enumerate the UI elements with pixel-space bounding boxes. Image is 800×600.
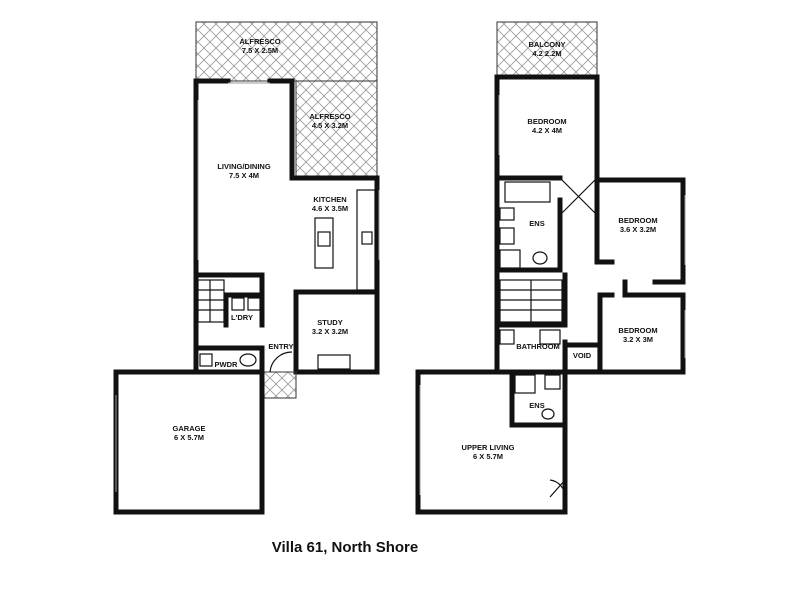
bedroom2-dims: 3.6 X 3.2M: [620, 225, 656, 234]
powder-name: PWDR: [215, 360, 238, 369]
kitchen-cooktop: [361, 231, 373, 245]
ensuite2-basin: [544, 374, 561, 390]
powder-basin: [199, 353, 213, 367]
entry-name: ENTRY: [268, 342, 293, 351]
bathroom-shower: [539, 329, 561, 345]
ensuite1-vanity: [499, 249, 521, 269]
bedroom3-dims: 3.2 X 3M: [623, 335, 653, 344]
alfresco-top-dims: 7.5 X 2.5M: [242, 46, 278, 55]
ensuite2-name: ENS: [529, 401, 544, 410]
bedroom3-name: BEDROOM: [618, 326, 657, 335]
alfresco-top-area: [195, 21, 378, 82]
ensuite2-wall: [509, 369, 568, 428]
ground-stair: [197, 279, 225, 323]
ground-outer-wall: [193, 78, 299, 375]
ground-stair-treads: [198, 280, 224, 322]
ensuite1-name: ENS: [529, 219, 544, 228]
upper-living-dims: 6 X 5.7M: [473, 452, 503, 461]
bedroom3-wall: [597, 279, 686, 375]
kitchen-name: KITCHEN: [313, 195, 346, 204]
garage-wall: [113, 369, 265, 515]
ensuite1-shower: [499, 207, 515, 221]
stair-wall: [494, 272, 568, 328]
living-dining-dims: 7.5 X 4M: [229, 171, 259, 180]
entry-door-swing: [269, 351, 293, 373]
ground-floor: [113, 21, 380, 515]
study-name: STUDY: [317, 318, 342, 327]
laundry-name: L'DRY: [231, 313, 253, 322]
ensuite1-wall: [494, 175, 563, 273]
bedroom1-wall: [494, 74, 600, 181]
laundry-tub: [231, 297, 245, 311]
void-box: [566, 345, 599, 371]
wardrobe-cross: [559, 177, 598, 216]
kitchen-dims: 4.6 X 3.5M: [312, 204, 348, 213]
alfresco-side-name: ALFRESCO: [309, 112, 350, 121]
alfresco-top-name: ALFRESCO: [239, 37, 280, 46]
void-name: VOID: [573, 351, 592, 360]
upper-living-name: UPPER LIVING: [462, 443, 515, 452]
bedroom1-dims: 4.2 X 4M: [532, 126, 562, 135]
kitchen-island: [314, 217, 334, 269]
bedroom2-wall: [594, 177, 686, 285]
laundry-wall: [223, 292, 265, 328]
powder-wall: [193, 345, 265, 375]
bedroom1-name: BEDROOM: [527, 117, 566, 126]
ensuite2-shower: [514, 374, 536, 394]
ensuite2-toilet: [541, 408, 555, 420]
study-desk: [317, 354, 351, 370]
ground-east-wall: [293, 175, 380, 375]
living-dining-name: LIVING/DINING: [217, 162, 271, 171]
upper-floor: [415, 21, 686, 515]
ground-stair-wall: [193, 272, 265, 298]
bathroom-basin: [499, 329, 515, 345]
upper-living-door-swing: [549, 479, 566, 498]
upper-stair-treads: [500, 280, 562, 322]
laundry-machine: [247, 297, 261, 311]
balcony-dims: 4.2 2.2M: [532, 49, 561, 58]
study-wall: [293, 289, 380, 375]
balcony-name: BALCONY: [528, 40, 565, 49]
alfresco-side-dims: 4.5 X 3.2M: [312, 121, 348, 130]
powder-toilet: [239, 353, 257, 367]
balcony-area: [496, 21, 598, 78]
ensuite1-toilet: [532, 251, 548, 265]
study-dims: 3.2 X 3.2M: [312, 327, 348, 336]
bedroom2-name: BEDROOM: [618, 216, 657, 225]
garage-name: GARAGE: [173, 424, 206, 433]
room-labels: ALFRESCO 7.5 X 2.5M ALFRESCO 4.5 X 3.2M …: [173, 37, 658, 461]
upper-living-wall: [415, 369, 568, 515]
bathroom-name: BATHROOM: [516, 342, 560, 351]
kitchen-sink: [317, 231, 331, 247]
ensuite1-bath: [504, 181, 551, 203]
plan-caption: Villa 61, North Shore: [271, 539, 419, 556]
ensuite1-basin: [499, 227, 515, 245]
entry-porch: [261, 371, 297, 399]
garage-dims: 6 X 5.7M: [174, 433, 204, 442]
